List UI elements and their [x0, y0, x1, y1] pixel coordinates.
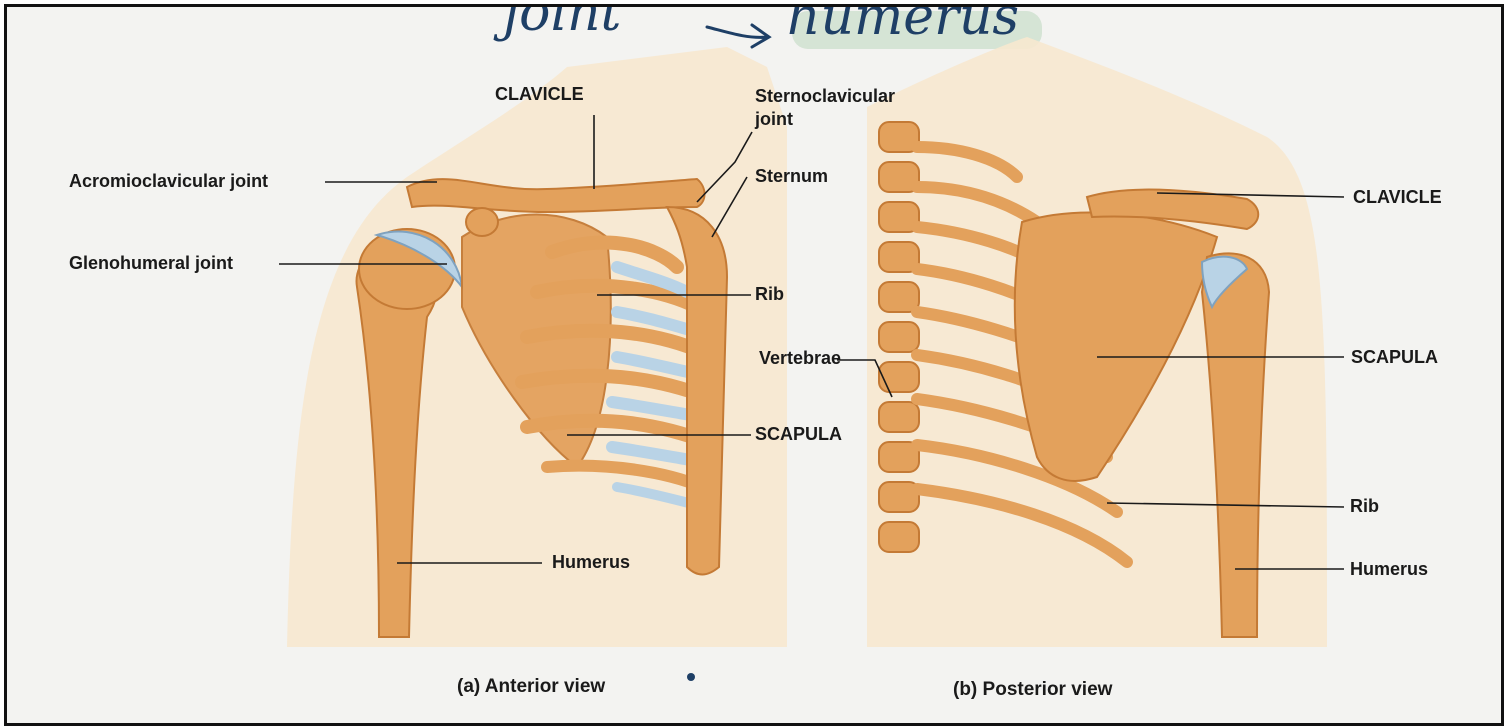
label-vertebrae: Vertebrae — [759, 349, 841, 367]
label-anterior-humerus: Humerus — [552, 553, 630, 571]
caption-anterior-view: (a) Anterior view — [457, 676, 605, 698]
label-sternum: Sternum — [755, 167, 828, 185]
anatomy-illustration — [7, 7, 1501, 723]
label-anterior-scapula: SCAPULA — [755, 425, 842, 443]
label-posterior-clavicle: CLAVICLE — [1353, 188, 1442, 206]
label-anterior-rib: Rib — [755, 285, 784, 303]
label-sternoclavicular-line2: joint — [755, 110, 793, 128]
coracoid-process — [466, 208, 498, 236]
handwritten-joint: joint — [503, 4, 621, 43]
figure-frame: joint humerus CLAVICLE Sternoclavicular … — [4, 4, 1504, 726]
label-glenohumeral-joint: Glenohumeral joint — [69, 254, 233, 272]
label-posterior-scapula: SCAPULA — [1351, 348, 1438, 366]
label-posterior-rib: Rib — [1350, 497, 1379, 515]
handwritten-humerus: humerus — [787, 4, 1019, 47]
handwritten-arrow — [707, 25, 769, 47]
ink-dot — [687, 673, 695, 681]
caption-posterior-view: (b) Posterior view — [953, 679, 1112, 701]
label-posterior-humerus: Humerus — [1350, 560, 1428, 578]
label-sternoclavicular-line1: Sternoclavicular — [755, 87, 895, 105]
label-acromioclavicular-joint: Acromioclavicular joint — [69, 172, 268, 190]
label-anterior-clavicle: CLAVICLE — [495, 85, 584, 103]
